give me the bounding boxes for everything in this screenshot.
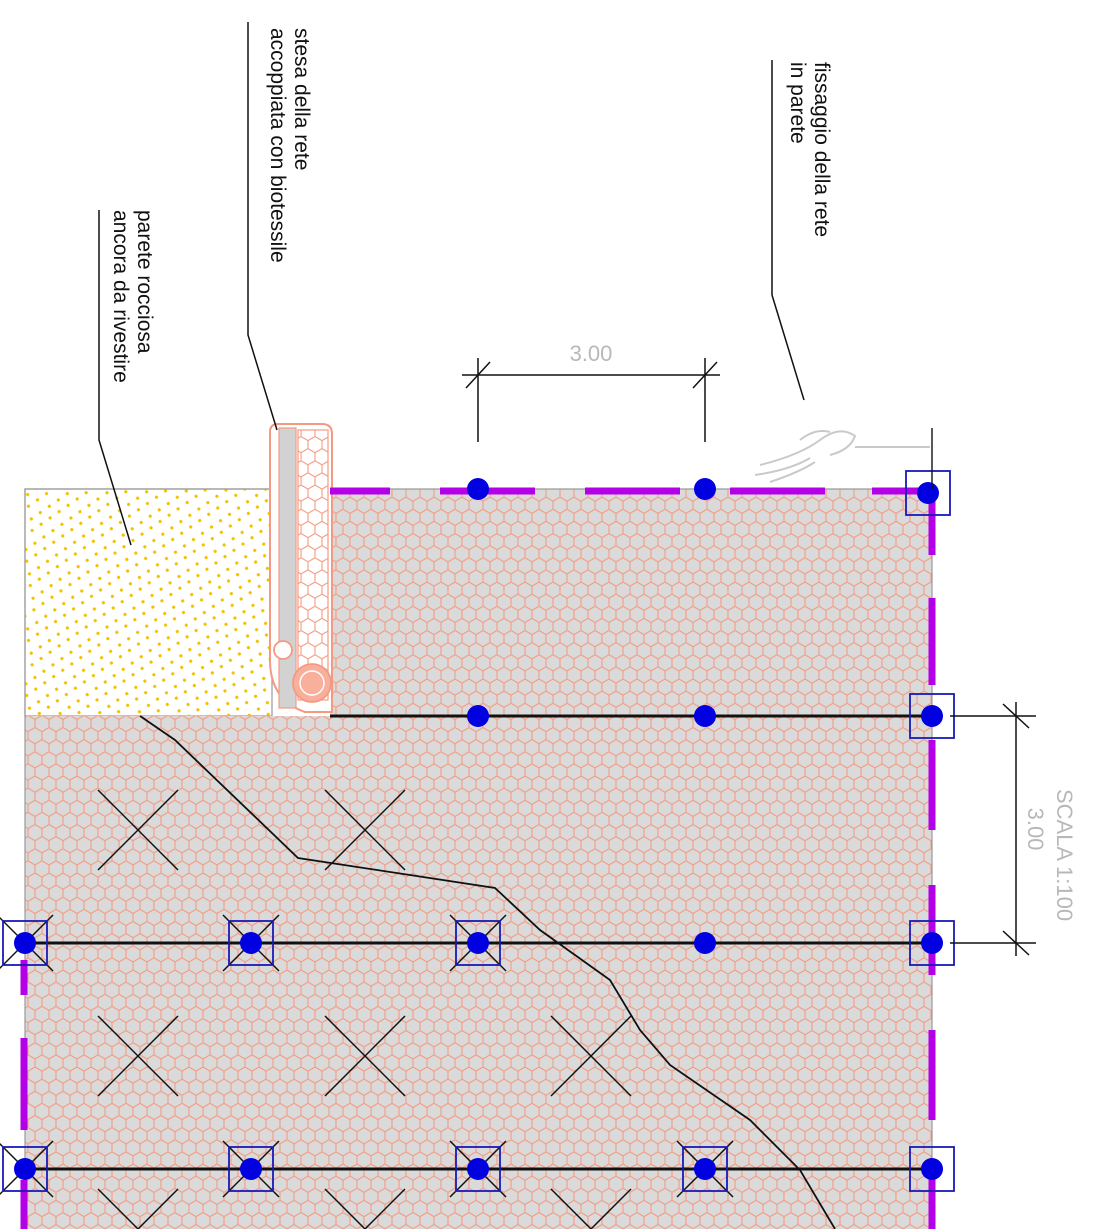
label-net-laying: stesa della rete accoppiata con biotessi… (266, 28, 313, 263)
brace-line (590, 1188, 632, 1229)
label-net-fixing: fissaggio della rete in parete (786, 62, 833, 243)
anchor-box (2, 920, 48, 966)
anchor-box (2, 1146, 48, 1192)
anchor-dot (694, 1158, 716, 1180)
label-rock-wall-line1: parete rocciosa (133, 210, 156, 354)
brace-line (97, 1015, 179, 1097)
anchor-dot (921, 705, 943, 727)
net-panel-main (25, 716, 932, 1229)
label-net-laying-line2: accoppiata con biotessile (266, 28, 289, 263)
net-roll (269, 423, 333, 713)
anchor-box (905, 470, 951, 516)
anchor-points (2, 470, 955, 1192)
anchor-dot (921, 1158, 943, 1180)
anchor-box (455, 920, 501, 966)
rock-fracture-lines (139, 715, 836, 1229)
cross-braces (0, 789, 734, 1229)
anchor-dot (467, 1158, 489, 1180)
anchor-dot (694, 932, 716, 954)
fixing-hook-symbol (754, 430, 930, 483)
anchor-dot (14, 932, 36, 954)
dimension-horizontal (462, 358, 720, 442)
brace-line (550, 1015, 632, 1097)
anchor-dot (467, 932, 489, 954)
brace-line (324, 789, 406, 871)
brace-line (97, 1188, 139, 1229)
label-net-laying-line1: stesa della rete (290, 28, 313, 170)
boundary-dashes (20, 487, 936, 1229)
anchor-dot (694, 705, 716, 727)
anchor-dot (917, 482, 939, 504)
brace-line (324, 1188, 366, 1229)
label-rock-wall: parete rocciosa ancora da rivestire (109, 210, 156, 383)
brace-line (97, 789, 179, 871)
anchor-dot (240, 1158, 262, 1180)
brace-line (137, 1188, 179, 1229)
anchor-dot (467, 705, 489, 727)
anchor-box (228, 1146, 274, 1192)
anchor-box (455, 1146, 501, 1192)
scale-label: SCALA 1:100 (1052, 789, 1077, 921)
label-rock-wall-line2: ancora da rivestire (109, 210, 132, 383)
anchor-box (228, 920, 274, 966)
anchor-dot (467, 478, 489, 500)
anchor-dot (240, 932, 262, 954)
brace-line (550, 1188, 592, 1229)
label-net-fixing-line2: in parete (786, 62, 809, 144)
anchor-dot (14, 1158, 36, 1180)
anchor-box (682, 1146, 728, 1192)
brace-line (324, 1015, 406, 1097)
net-panel-upper (330, 489, 932, 716)
rock-wall-area (24, 488, 273, 717)
dimension-horizontal-label: 3.00 (570, 341, 613, 366)
leader-lines (98, 22, 805, 546)
brace-line (364, 1188, 406, 1229)
dimension-vertical (950, 702, 1036, 956)
anchor-dot (921, 932, 943, 954)
anchor-dot (694, 478, 716, 500)
dimension-vertical-label: 3.00 (1023, 808, 1048, 851)
label-net-fixing-line1: fissaggio della rete (810, 62, 833, 237)
anchor-box (909, 1146, 955, 1192)
